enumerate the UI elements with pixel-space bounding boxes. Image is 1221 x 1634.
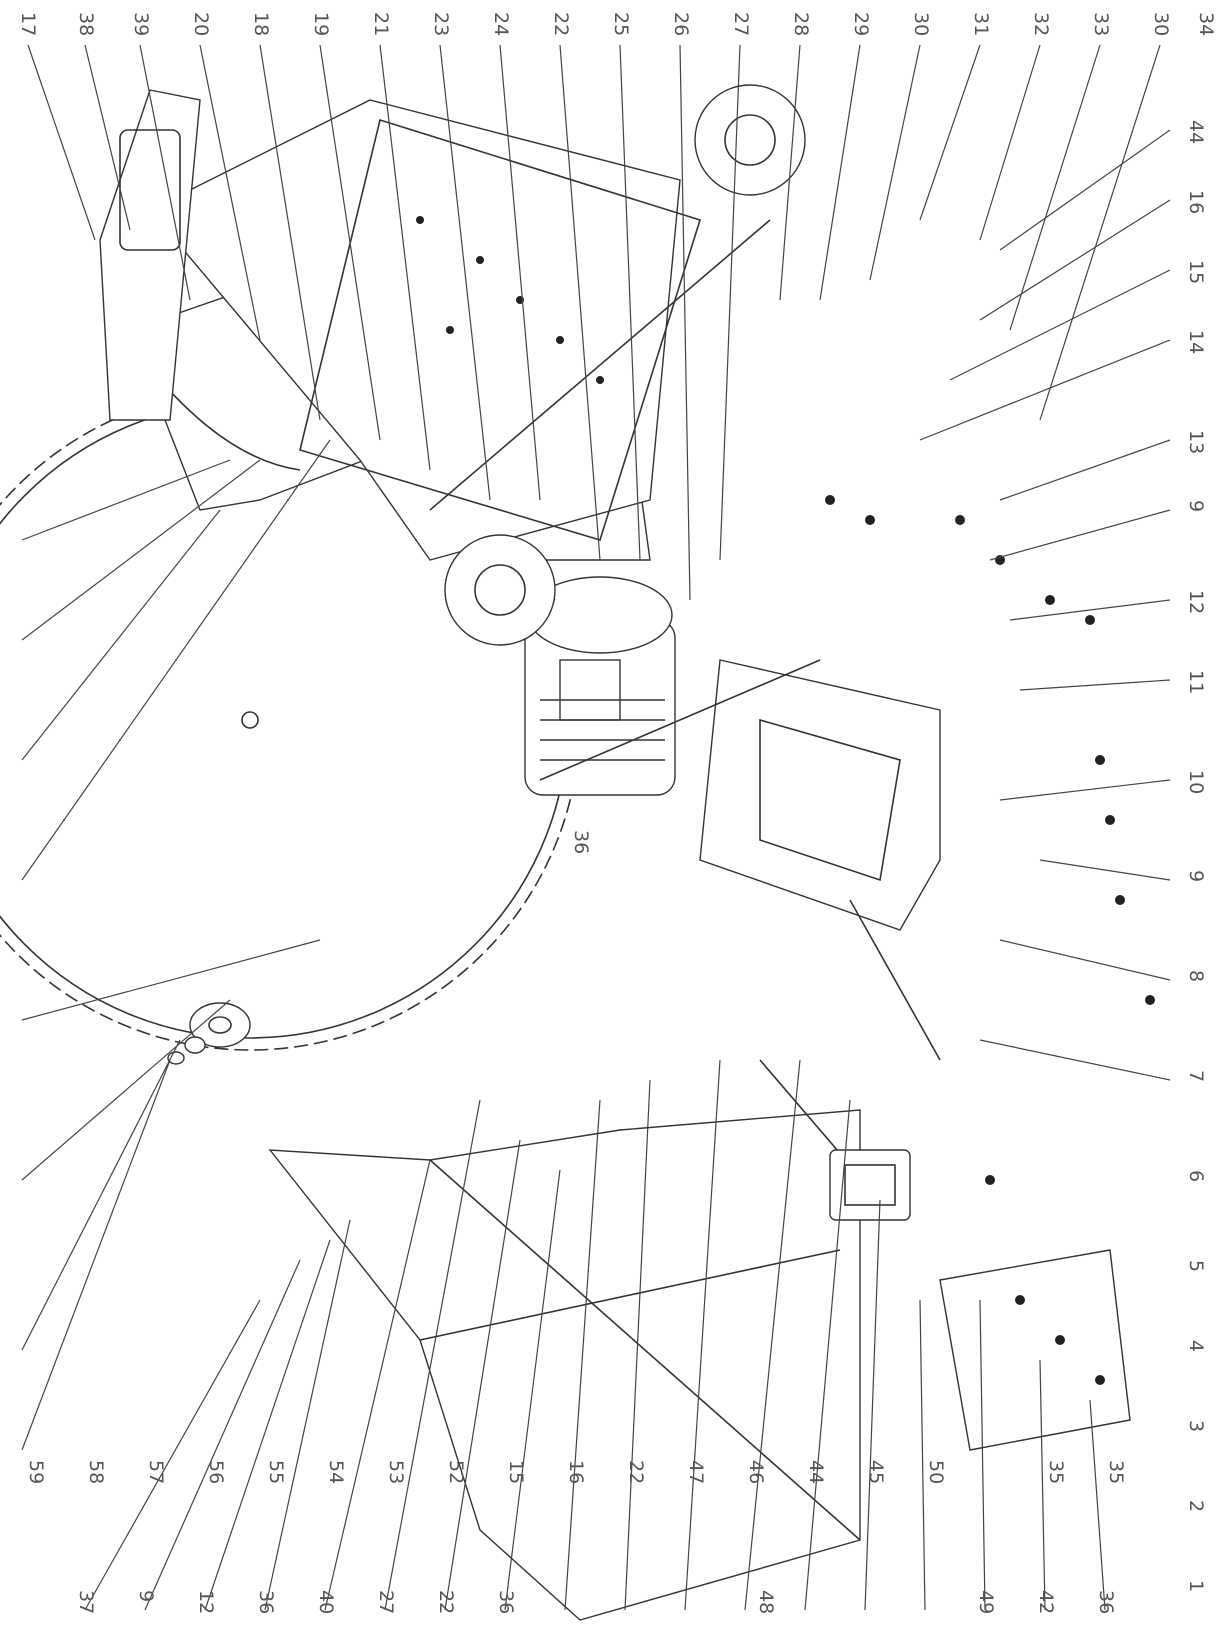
part-number-label: 59	[25, 1460, 47, 1484]
part-number-label: 33	[1090, 12, 1112, 36]
top-label-row: 17 38 39 20 18 19 21 23 24 22 25 26 27 2…	[17, 12, 1217, 36]
left-label-column: 59 58 57 56 55 54 53 52 15 16 22 47 46 4…	[25, 1460, 1127, 1484]
part-number-label: 35	[1105, 1460, 1127, 1484]
part-number-label: 40	[315, 1590, 337, 1614]
right-label-column: 44 16 15 14 13 9 12 11 10 9 8 7 6 5 4 3 …	[1185, 120, 1207, 1592]
part-number-label: 57	[145, 1460, 167, 1484]
part-number-label: 14	[1185, 330, 1207, 354]
part-number-label: 32	[1030, 12, 1052, 36]
part-number-label: 31	[970, 12, 992, 36]
blade-flange-inner	[167, 1002, 251, 1065]
part-number-label: 16	[1185, 190, 1207, 214]
part-number-label: 7	[1185, 1070, 1207, 1082]
part-number-label: 37	[75, 1590, 97, 1614]
fasteners	[825, 495, 1155, 1385]
part-number-label: 3	[1185, 1420, 1207, 1432]
part-number-label: 29	[850, 12, 872, 36]
part-number-label: 55	[265, 1460, 287, 1484]
part-number-label: 46	[745, 1460, 767, 1484]
part-number-label: 58	[85, 1460, 107, 1484]
part-number-label: 8	[1185, 970, 1207, 982]
part-number-label: 45	[865, 1460, 887, 1484]
part-number-label: 19	[310, 12, 332, 36]
part-number-label: 9	[1185, 500, 1207, 512]
part-number-label: 9	[135, 1590, 157, 1602]
part-number-label: 15	[505, 1460, 527, 1484]
part-number-label: 17	[17, 12, 39, 36]
frame-tray	[148, 99, 702, 561]
part-number-label: 15	[1185, 260, 1207, 284]
part-number-label: 48	[755, 1590, 777, 1614]
part-number-label: 44	[1185, 120, 1207, 144]
part-number-label: 18	[250, 12, 272, 36]
part-number-label: 24	[490, 12, 512, 36]
part-number-label: 36	[255, 1590, 277, 1614]
part-number-label: 12	[1185, 590, 1207, 614]
wheel-front	[444, 534, 556, 646]
part-number-label: 6	[1185, 1170, 1207, 1182]
wheel-rear	[694, 84, 806, 196]
lower-blade-guard	[268, 1109, 861, 1621]
motor	[524, 576, 676, 796]
part-number-label: 1	[1185, 1580, 1207, 1592]
part-number-label: 10	[1185, 770, 1207, 794]
part-number-label: 47	[685, 1460, 707, 1484]
part-number-label: 16	[565, 1460, 587, 1484]
bracket-plate	[939, 1249, 1131, 1451]
part-number-label: 12	[195, 1590, 217, 1614]
part-number-label: 22	[435, 1590, 457, 1614]
part-number-label: 21	[370, 12, 392, 36]
part-number-label: 4	[1185, 1340, 1207, 1352]
part-number-label: 27	[730, 12, 752, 36]
part-number-label: 13	[1185, 430, 1207, 454]
part-number-label: 52	[445, 1460, 467, 1484]
part-number-label: 9	[1185, 870, 1207, 882]
part-number-label: 2	[1185, 1500, 1207, 1512]
part-number-label: 36	[1095, 1590, 1117, 1614]
part-number-label: 36	[495, 1590, 517, 1614]
part-number-label: 30	[910, 12, 932, 36]
part-number-label: 35	[1045, 1460, 1067, 1484]
part-number-label: 44	[805, 1460, 827, 1484]
part-number-label: 39	[130, 12, 152, 36]
base-stand	[699, 659, 941, 1201]
part-number-label: 23	[430, 12, 452, 36]
part-number-label: 27	[375, 1590, 397, 1614]
part-number-label: 5	[1185, 1260, 1207, 1272]
part-number-label: 20	[190, 12, 212, 36]
part-number-label: 22	[625, 1460, 647, 1484]
part-number-label: 56	[205, 1460, 227, 1484]
part-number-label: 34	[1195, 12, 1217, 36]
part-number-label: 38	[75, 12, 97, 36]
bottom-label-row: 37 9 12 36 40 27 22 36 48 49 42 36	[75, 1590, 1117, 1614]
switch-box	[829, 1149, 911, 1221]
part-number-label: 26	[670, 12, 692, 36]
part-number-label: 28	[790, 12, 812, 36]
leader-lines	[21, 44, 1171, 1611]
part-number-label: 22	[550, 12, 572, 36]
part-number-label: 49	[975, 1590, 997, 1614]
part-number-label: 54	[325, 1460, 347, 1484]
part-number-label: 25	[610, 12, 632, 36]
part-number-label: 50	[925, 1460, 947, 1484]
part-number-label: 30	[1150, 12, 1172, 36]
part-number-label: 42	[1035, 1590, 1057, 1614]
part-number-label: 36	[570, 830, 592, 854]
part-number-label: 53	[385, 1460, 407, 1484]
part-number-label: 11	[1185, 670, 1207, 694]
rail-bar	[539, 659, 821, 781]
